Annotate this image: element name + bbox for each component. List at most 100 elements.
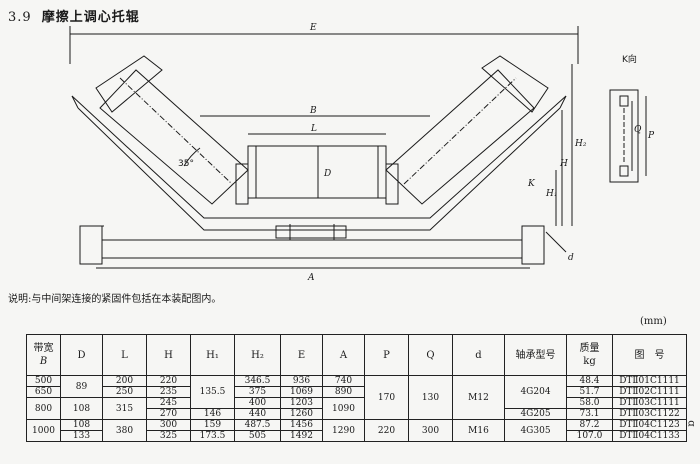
right-roller bbox=[385, 69, 535, 205]
label-d-hole: d bbox=[568, 253, 574, 263]
cell: 1290 bbox=[322, 419, 365, 442]
cell: 500 bbox=[26, 375, 61, 387]
cell: 4G305 bbox=[504, 419, 567, 442]
cell: 380 bbox=[102, 419, 147, 442]
cell: M12 bbox=[452, 375, 505, 420]
col-p: P bbox=[364, 334, 409, 376]
col-figure: 图 号 bbox=[612, 334, 687, 376]
cell: 130 bbox=[408, 375, 453, 420]
cell: 740 bbox=[322, 375, 365, 387]
bracket-left bbox=[235, 163, 249, 205]
table-row: 800 108 315 245 400 1203 1090 58.0 DTⅡ03… bbox=[26, 397, 687, 420]
cell: 4G205 bbox=[504, 408, 567, 420]
label-h1: H₁ bbox=[545, 189, 557, 199]
cell: 108 bbox=[60, 419, 103, 431]
cell: 89 bbox=[60, 375, 103, 398]
cell: 270 bbox=[146, 408, 191, 420]
col-q: Q bbox=[408, 334, 453, 376]
col-a: A bbox=[322, 334, 365, 376]
cell: 4G204 bbox=[504, 375, 567, 409]
base-left-foot bbox=[79, 225, 103, 265]
col-h1: H₁ bbox=[190, 334, 235, 376]
label-q: Q bbox=[634, 125, 642, 135]
cell: DTⅡ03C1111 bbox=[612, 397, 687, 409]
cell: 48.4 bbox=[566, 375, 613, 387]
section-title: 摩擦上调心托辊 bbox=[41, 10, 140, 25]
frame-right-end bbox=[559, 95, 567, 109]
cell: 1260 bbox=[280, 408, 323, 420]
k-view-slot-bottom bbox=[619, 165, 629, 177]
cell: 245 bbox=[146, 397, 191, 409]
table-row: 1000 108 380 300 159 487.5 1456 1290 220… bbox=[26, 419, 687, 442]
cell: 108 bbox=[60, 397, 103, 420]
cell: 146 bbox=[190, 408, 235, 420]
cell: DTⅡ02C1111 bbox=[612, 386, 687, 398]
cell: DTⅡ03C1122 bbox=[612, 408, 687, 420]
cell: 505 bbox=[234, 430, 281, 442]
cell: 375 bbox=[234, 386, 281, 398]
cell: 1000 bbox=[26, 419, 61, 442]
label-p: P bbox=[647, 131, 655, 141]
cell: 890 bbox=[322, 386, 365, 398]
cell: 235 bbox=[146, 386, 191, 398]
cell: 1203 bbox=[280, 397, 323, 409]
col-h: H bbox=[146, 334, 191, 376]
cell: 159 bbox=[190, 419, 235, 431]
cell: 133 bbox=[60, 430, 103, 442]
leader-d bbox=[545, 231, 567, 253]
cell: 220 bbox=[146, 375, 191, 387]
middle-roller bbox=[247, 145, 387, 199]
cell: 325 bbox=[146, 430, 191, 442]
label-d: D bbox=[323, 169, 331, 179]
table-row: 500 89 200 220 135.5 346.5 936 740 170 1… bbox=[26, 375, 687, 420]
cell: 1069 bbox=[280, 386, 323, 398]
frame-upper-edge bbox=[71, 95, 567, 219]
edge-mark: ɑ bbox=[685, 420, 697, 427]
label-k-view: K向 bbox=[622, 53, 637, 65]
cell: 300 bbox=[146, 419, 191, 431]
label-h: H bbox=[559, 159, 568, 169]
cell: 220 bbox=[364, 419, 409, 442]
idler-drawing: E B L D 35° H₂ H H₁ K A d K向 Q P bbox=[69, 23, 655, 283]
label-k: K bbox=[527, 179, 536, 189]
cell: 87.2 bbox=[566, 419, 613, 431]
left-roller-center bbox=[119, 77, 233, 185]
left-roller bbox=[99, 69, 249, 205]
col-e: E bbox=[280, 334, 323, 376]
angle-arc bbox=[183, 147, 201, 167]
col-l: L bbox=[102, 334, 147, 376]
cell: 107.0 bbox=[566, 430, 613, 442]
left-guide-cone bbox=[95, 55, 163, 113]
cell: 800 bbox=[26, 397, 61, 420]
label-angle: 35° bbox=[178, 159, 194, 169]
cell: DTⅡ04C1123 bbox=[612, 419, 687, 431]
cell: M16 bbox=[452, 419, 505, 442]
base-right-foot bbox=[521, 225, 545, 265]
cell: DTⅡ01C1111 bbox=[612, 375, 687, 387]
table-row: 650 250 235 375 1069 890 51.7 DTⅡ02C1111 bbox=[26, 386, 687, 398]
col-d: D bbox=[60, 334, 103, 376]
k-view-plate bbox=[609, 89, 639, 183]
label-b: B bbox=[309, 106, 317, 116]
cell: 200 bbox=[102, 375, 147, 387]
cell: 346.5 bbox=[234, 375, 281, 387]
cell: 1456 bbox=[280, 419, 323, 431]
cell: 650 bbox=[26, 386, 61, 398]
cell: 440 bbox=[234, 408, 281, 420]
label-a: A bbox=[307, 273, 315, 283]
frame-left-end bbox=[71, 95, 79, 109]
col-d-hole: d bbox=[452, 334, 505, 376]
bracket-right bbox=[385, 163, 399, 205]
cell: 400 bbox=[234, 397, 281, 409]
table-row: 133 325 173.5 505 1492 107.0 DTⅡ04C1133 bbox=[27, 430, 687, 442]
cell: 73.1 bbox=[566, 408, 613, 420]
unit-label: (mm) bbox=[640, 316, 667, 327]
cell: 936 bbox=[280, 375, 323, 387]
cell: 51.7 bbox=[566, 386, 613, 398]
cell: DTⅡ04C1133 bbox=[612, 430, 687, 442]
k-view-slot-top bbox=[619, 95, 629, 107]
